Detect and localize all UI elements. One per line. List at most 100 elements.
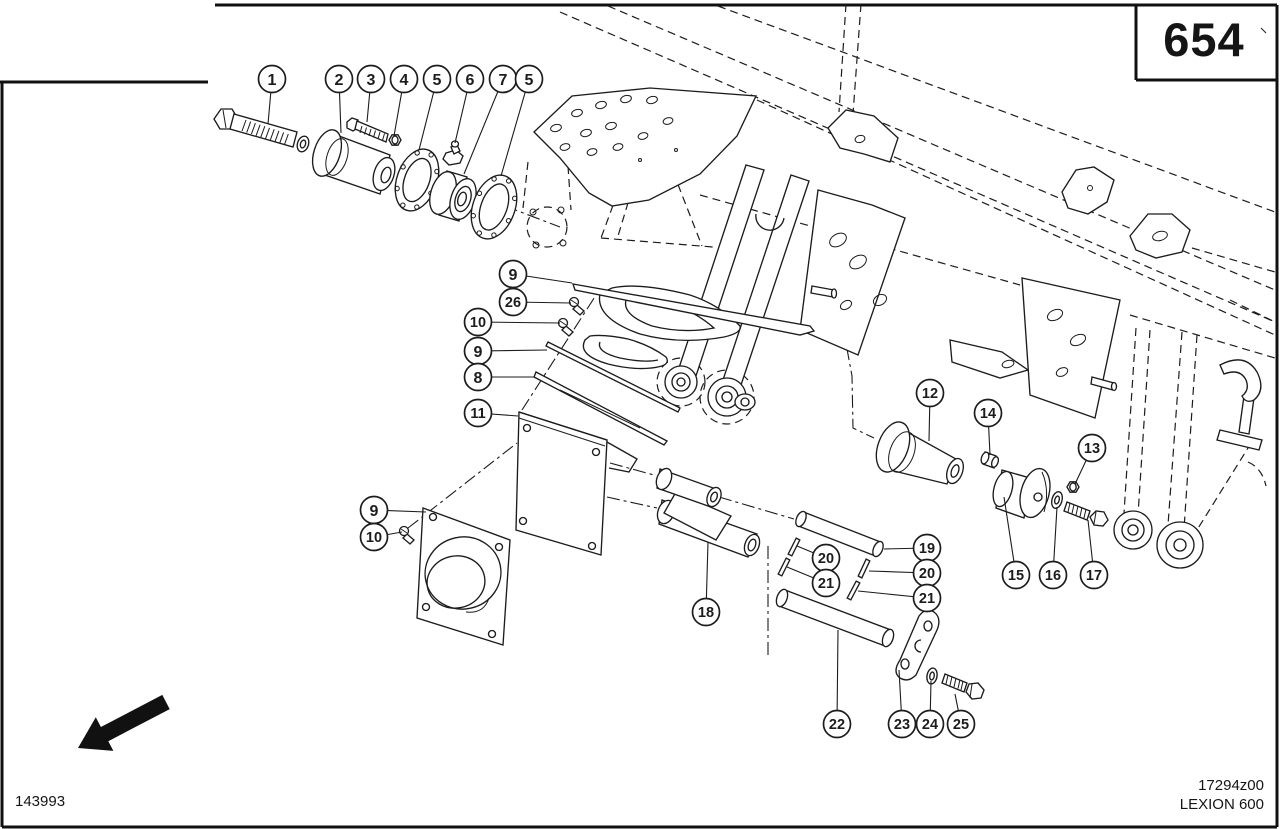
callout-number: 25 [953,717,969,733]
callout-1[interactable]: 1 [257,64,287,94]
part-washer-1a [296,135,310,153]
callout-number: 18 [698,605,714,621]
part-pin-20a [787,537,801,557]
callout-number: 20 [818,551,834,567]
callout-balloon[interactable] [463,398,493,428]
callout-number: 5 [433,72,442,89]
callout-number: 5 [525,72,534,89]
callout-7[interactable]: 7 [488,64,518,94]
part-bolt-17 [1063,501,1109,527]
callout-number: 9 [509,267,518,284]
callout-14[interactable]: 14 [973,398,1003,428]
callout-balloon[interactable] [498,287,528,317]
callout-4[interactable]: 4 [389,64,419,94]
callout-9[interactable]: 9 [463,336,493,366]
callout-19[interactable]: 19 [912,533,942,563]
callout-balloon[interactable] [389,64,419,94]
callout-balloon[interactable] [498,259,528,289]
callout-balloon[interactable] [324,64,354,94]
callout-balloon[interactable] [463,307,493,337]
callout-15[interactable]: 15 [1001,560,1031,590]
document-number: 143993 [15,793,66,810]
callout-balloon[interactable] [1001,560,1031,590]
callout-10[interactable]: 10 [359,522,389,552]
part-bolt-1 [213,108,298,148]
callout-25[interactable]: 25 [946,709,976,739]
callout-balloon[interactable] [912,583,942,613]
callout-balloon[interactable] [1077,433,1107,463]
part-screw-26 [568,296,585,316]
callout-22[interactable]: 22 [822,709,852,739]
callout-number: 9 [474,344,483,361]
callout-5[interactable]: 5 [514,64,544,94]
callout-number: 7 [499,72,508,89]
callout-24[interactable]: 24 [915,709,945,739]
callout-6[interactable]: 6 [455,64,485,94]
callout-2[interactable]: 2 [324,64,354,94]
frame-plate-holes [550,94,678,162]
callout-number: 9 [370,503,379,520]
callout-balloon[interactable] [915,709,945,739]
callout-9[interactable]: 9 [498,259,528,289]
part-flange-5a [394,148,440,212]
part-screw-10b [398,525,415,545]
callout-number: 16 [1045,568,1061,584]
callout-leader-22 [836,629,839,725]
callout-balloon[interactable] [455,64,485,94]
callout-9[interactable]: 9 [359,495,389,525]
callout-leader-7 [463,78,504,175]
callout-balloon[interactable] [1038,560,1068,590]
callout-21[interactable]: 21 [811,568,841,598]
callout-balloon[interactable] [359,522,389,552]
callout-balloon[interactable] [257,64,287,94]
callout-8[interactable]: 8 [463,362,493,392]
callout-5[interactable]: 5 [422,64,452,94]
callout-number: 4 [400,72,409,89]
page-border [0,3,1279,829]
callout-26[interactable]: 26 [498,287,528,317]
callout-number: 8 [474,370,483,387]
part-washer-16 [1051,491,1063,509]
callout-20[interactable]: 20 [912,558,942,588]
part-pin-21a [777,557,791,577]
part-cover-plate [416,507,511,646]
callout-number: 20 [919,566,935,582]
callout-balloon[interactable] [915,378,945,408]
callout-21[interactable]: 21 [912,583,942,613]
callout-balloon[interactable] [1079,560,1109,590]
callout-number: 3 [367,72,376,89]
part-cover-9b [545,334,681,413]
callout-number: 23 [894,717,910,733]
callout-10[interactable]: 10 [463,307,493,337]
callout-number: 12 [922,386,938,402]
figure-code: 17294z00 [1198,777,1264,794]
callout-leader-5 [500,78,530,177]
callout-18[interactable]: 18 [691,597,721,627]
callout-balloon[interactable] [691,597,721,627]
callout-11[interactable]: 11 [463,398,493,428]
callout-balloon[interactable] [946,709,976,739]
part-roller-18 [655,467,761,558]
callout-16[interactable]: 16 [1038,560,1068,590]
callout-balloon[interactable] [811,568,841,598]
callout-balloon[interactable] [822,709,852,739]
part-nut-13 [1066,481,1080,493]
callout-balloon[interactable] [422,64,452,94]
callout-13[interactable]: 13 [1077,433,1107,463]
callout-number: 2 [335,72,344,89]
callout-23[interactable]: 23 [887,709,917,739]
callout-number: 22 [829,717,845,733]
callout-balloon[interactable] [356,64,386,94]
callout-balloon[interactable] [973,398,1003,428]
callout-12[interactable]: 12 [915,378,945,408]
callout-20[interactable]: 20 [811,543,841,573]
part-bearing-7 [429,170,477,222]
callout-17[interactable]: 17 [1079,560,1109,590]
callout-balloon[interactable] [463,362,493,392]
callout-3[interactable]: 3 [356,64,386,94]
callout-number: 10 [366,530,382,546]
callout-balloon[interactable] [514,64,544,94]
callout-balloon[interactable] [887,709,917,739]
